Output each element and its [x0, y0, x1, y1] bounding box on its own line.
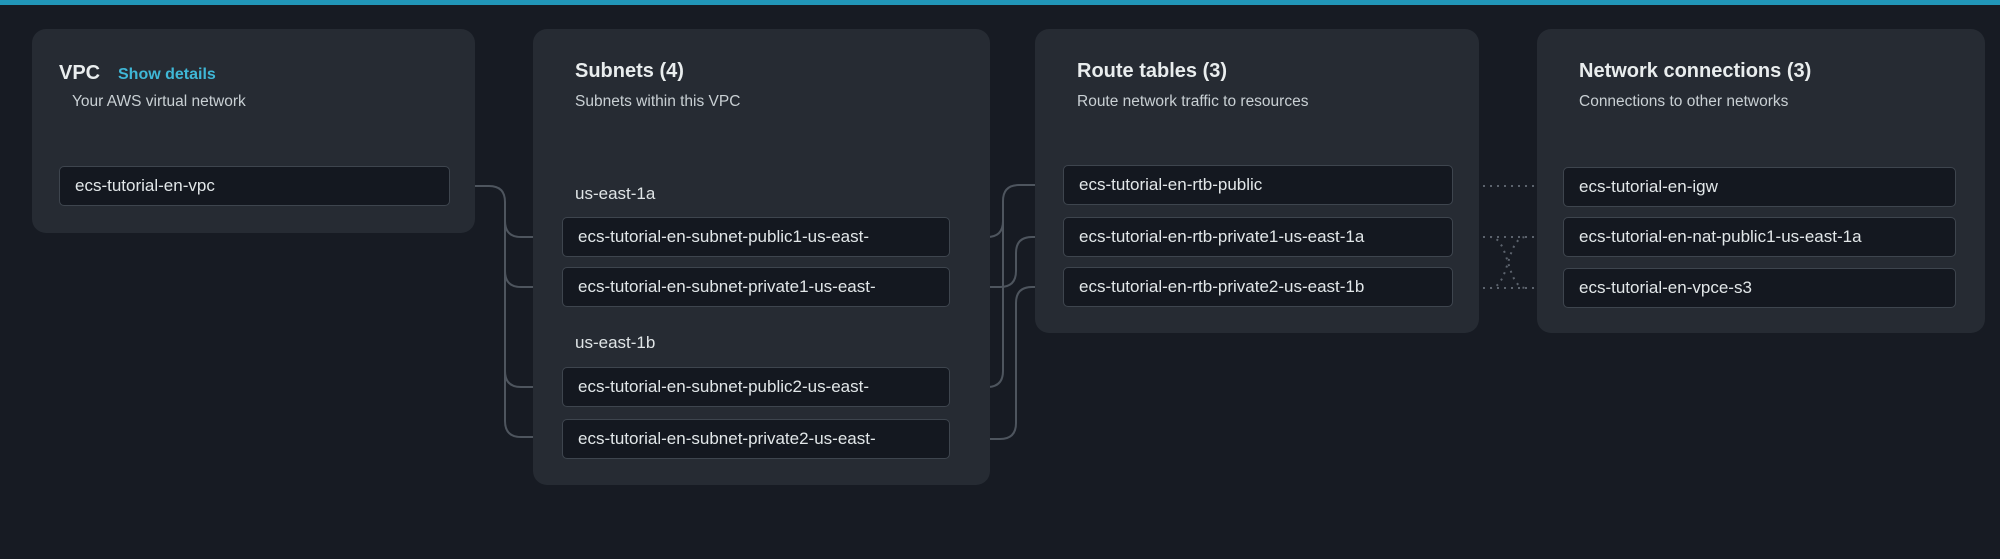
route-tables-panel-title: Route tables (3): [1077, 60, 1228, 82]
network-connections-panel: Network connections (3) Connections to o…: [1537, 29, 1985, 333]
network-connections-panel-title: Network connections (3): [1579, 60, 1812, 82]
network-connection-item[interactable]: ecs-tutorial-en-igw: [1563, 167, 1956, 207]
vpc-item[interactable]: ecs-tutorial-en-vpc: [59, 166, 450, 206]
subnet-item[interactable]: ecs-tutorial-en-subnet-private1-us-east-: [562, 267, 950, 307]
connector-rtb-private2-to-nat: [1489, 236, 1527, 289]
availability-zone-label: us-east-1a: [575, 184, 656, 203]
vpc-panel-title: VPC: [59, 62, 101, 84]
subnet-item[interactable]: ecs-tutorial-en-subnet-private2-us-east-: [562, 419, 950, 459]
vpc-show-details-link[interactable]: Show details: [118, 66, 216, 83]
route-table-item[interactable]: ecs-tutorial-en-rtb-public: [1063, 165, 1453, 205]
availability-zone-label: us-east-1b: [575, 333, 656, 352]
accent-bar: [0, 0, 2000, 5]
subnet-item[interactable]: ecs-tutorial-en-subnet-public1-us-east-: [562, 217, 950, 257]
connector-rtb-private1-to-vpce: [1489, 236, 1527, 289]
vpc-panel: VPC Show details Your AWS virtual networ…: [32, 29, 475, 233]
route-tables-panel: Route tables (3) Route network traffic t…: [1035, 29, 1479, 333]
subnets-panel-subtitle: Subnets within this VPC: [575, 93, 741, 110]
subnets-panel: Subnets (4) Subnets within this VPC us-e…: [533, 29, 990, 485]
vpc-panel-subtitle: Your AWS virtual network: [72, 93, 246, 110]
subnet-item[interactable]: ecs-tutorial-en-subnet-public2-us-east-: [562, 367, 950, 407]
network-connection-item[interactable]: ecs-tutorial-en-vpce-s3: [1563, 268, 1956, 308]
route-table-item[interactable]: ecs-tutorial-en-rtb-private1-us-east-1a: [1063, 217, 1453, 257]
route-tables-panel-subtitle: Route network traffic to resources: [1077, 93, 1309, 110]
route-table-item[interactable]: ecs-tutorial-en-rtb-private2-us-east-1b: [1063, 267, 1453, 307]
network-connection-item[interactable]: ecs-tutorial-en-nat-public1-us-east-1a: [1563, 217, 1956, 257]
network-connections-panel-subtitle: Connections to other networks: [1579, 93, 1789, 110]
subnets-panel-title: Subnets (4): [575, 60, 684, 82]
